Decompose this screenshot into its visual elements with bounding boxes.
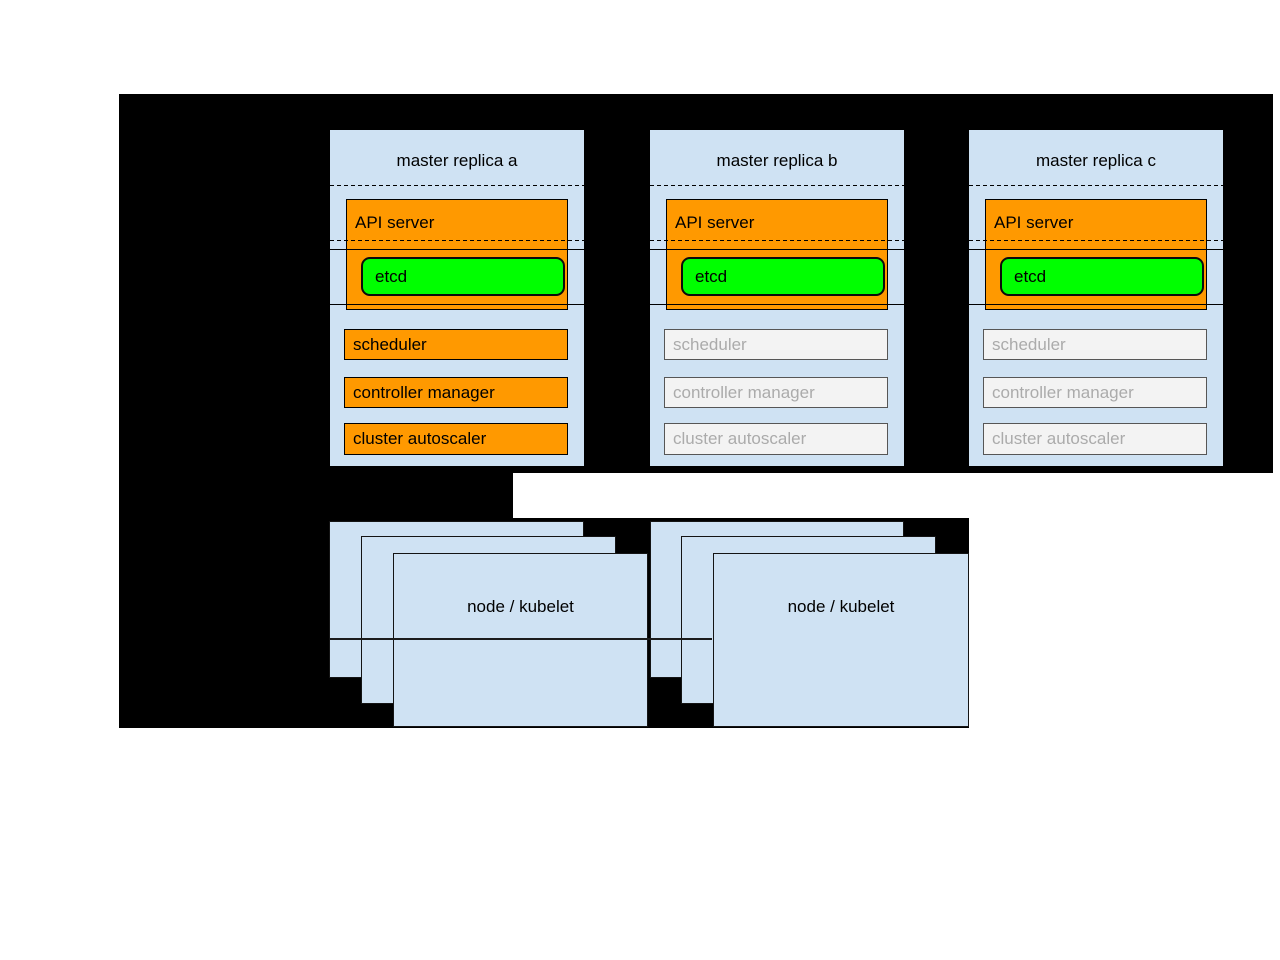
node-stack-1-front-box: node / kubelet <box>393 553 648 727</box>
scheduler-label: scheduler <box>992 334 1066 354</box>
scheduler-box: scheduler <box>344 329 568 360</box>
node-kubelet-label: node / kubelet <box>787 597 895 616</box>
cluster-autoscaler-box: cluster autoscaler <box>664 423 888 455</box>
etcd-label: etcd <box>375 266 408 286</box>
cluster-autoscaler-label: cluster autoscaler <box>673 429 807 448</box>
api-server-label: API server <box>994 213 1074 232</box>
zone-dashed-line <box>330 185 584 186</box>
zone-dashed-line <box>650 240 904 241</box>
controller-manager-box: controller manager <box>983 377 1207 408</box>
separator-line <box>969 304 1223 305</box>
controller-manager-box: controller manager <box>344 377 568 408</box>
master-replica-a-title: master replica a <box>396 150 518 170</box>
separator-line <box>330 304 584 305</box>
master-replica-b-title: master replica b <box>716 150 838 170</box>
scheduler-box: scheduler <box>664 329 888 360</box>
node-kubelet-label: node / kubelet <box>467 597 574 616</box>
zone-dashed-line <box>650 185 904 186</box>
cluster-autoscaler-box: cluster autoscaler <box>983 423 1207 455</box>
etcd-label: etcd <box>695 266 728 286</box>
api-server-label: API server <box>355 213 435 232</box>
controller-manager-label: controller manager <box>673 382 815 402</box>
master-replica-c-title: master replica c <box>1036 150 1156 170</box>
zone-dashed-line <box>330 240 584 241</box>
scheduler-box: scheduler <box>983 329 1207 360</box>
cluster-autoscaler-label: cluster autoscaler <box>353 429 487 448</box>
controller-manager-label: controller manager <box>353 382 495 402</box>
zone-dashed-line <box>969 185 1223 186</box>
node-stack-2-front-box: node / kubelet <box>713 553 969 727</box>
cluster-autoscaler-label: cluster autoscaler <box>992 429 1126 448</box>
etcd-box: etcd <box>361 257 565 296</box>
scheduler-label: scheduler <box>353 334 427 354</box>
controller-manager-box: controller manager <box>664 377 888 408</box>
zone-dashed-line <box>969 240 1223 241</box>
master-replica-c-panel: master replica c API server etcd schedul… <box>969 130 1223 466</box>
cluster-autoscaler-box: cluster autoscaler <box>344 423 568 455</box>
master-replica-a-panel: master replica a API server etcd schedul… <box>330 130 584 466</box>
separator-line <box>969 249 1223 250</box>
controller-manager-label: controller manager <box>992 382 1134 402</box>
master-replica-b-panel: master replica b API server etcd schedul… <box>650 130 904 466</box>
etcd-box: etcd <box>681 257 885 296</box>
api-server-label: API server <box>675 213 755 232</box>
scheduler-label: scheduler <box>673 334 747 354</box>
separator-line <box>650 249 904 250</box>
node-separator-line <box>330 638 712 640</box>
etcd-box: etcd <box>1000 257 1204 296</box>
separator-line <box>650 304 904 305</box>
etcd-label: etcd <box>1014 266 1047 286</box>
separator-line <box>330 249 584 250</box>
